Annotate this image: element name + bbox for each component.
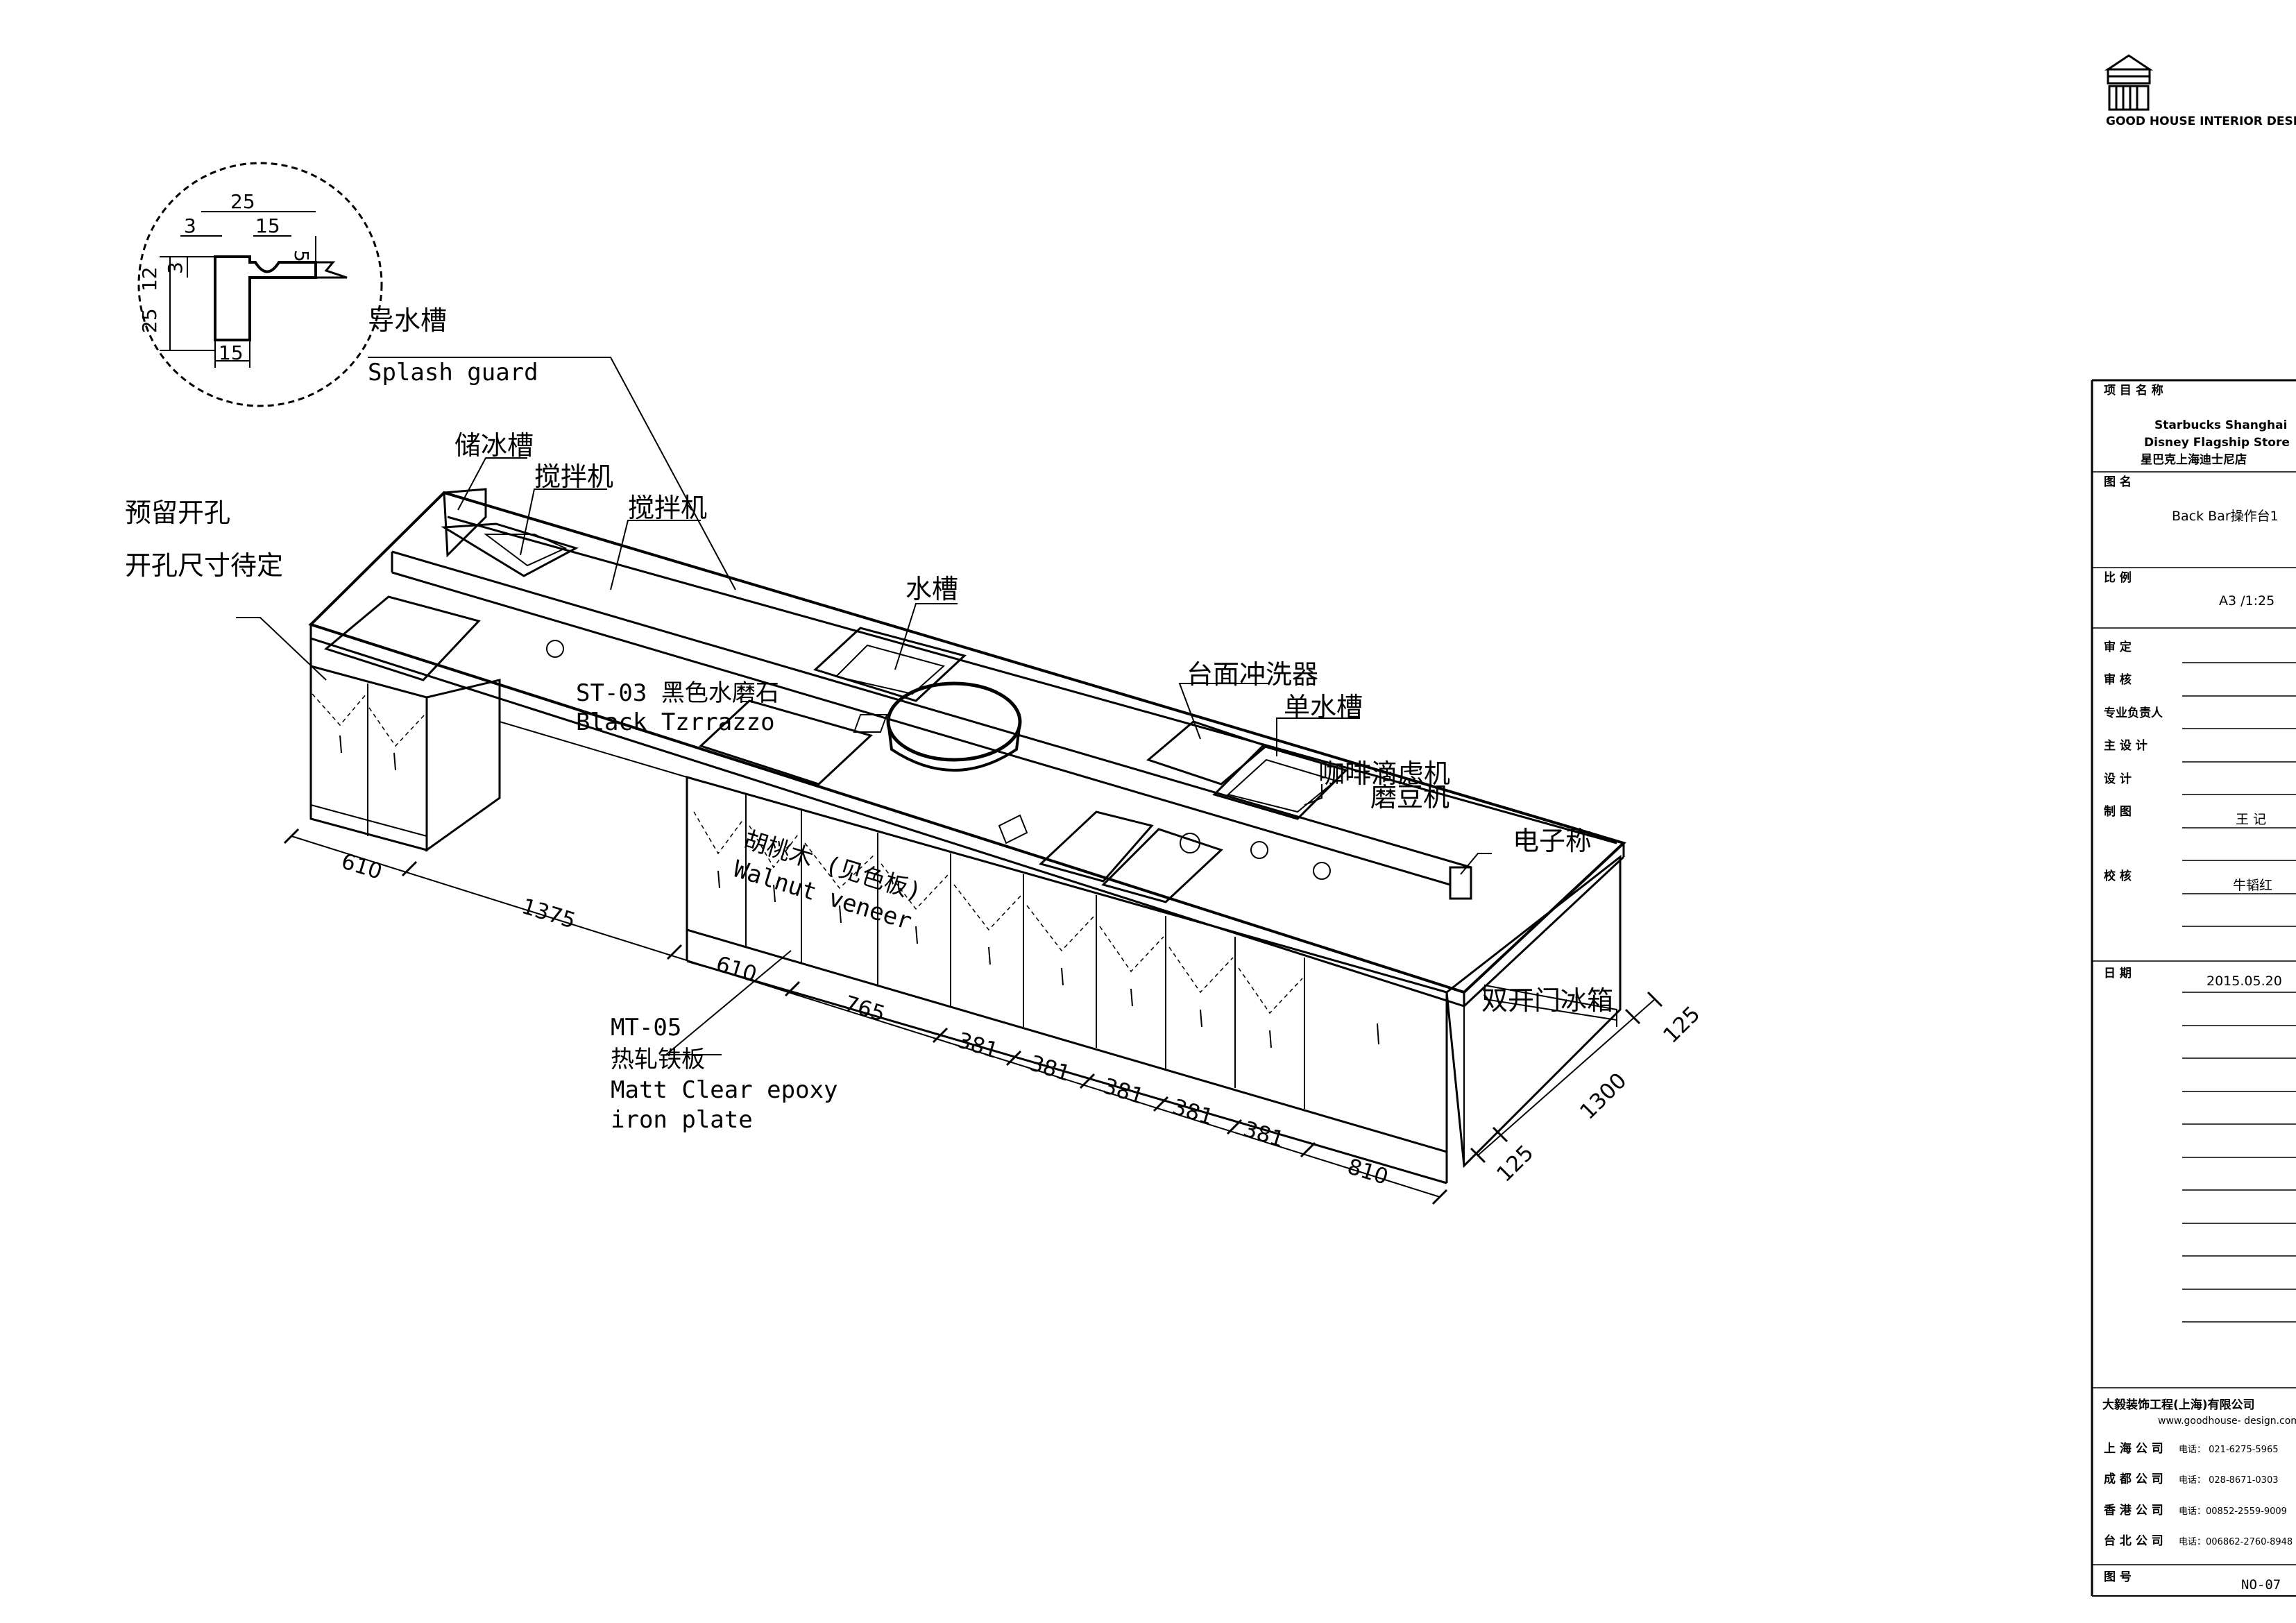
round-bowl — [886, 681, 1022, 762]
tb-sheet-value: NO-07 — [2241, 1577, 2281, 1592]
ice-bin — [441, 522, 579, 577]
dim-381-a: 381 — [955, 1028, 1001, 1064]
label-mt05-en-2: iron plate — [611, 1106, 753, 1134]
tb-scale-value: A3 /1:25 — [2219, 593, 2274, 609]
splash-guard-detail: 25 3 15 5 12 3 25 15 导水槽 Splash guard — [137, 162, 736, 590]
dim-381-b: 381 — [1027, 1051, 1073, 1087]
tb-office-4-tel: 电话：006862-2760-8948 — [2179, 1537, 2293, 1547]
front-well-1 — [1039, 810, 1154, 883]
label-counter-rinser: 台面冲洗器 — [1187, 659, 1318, 690]
back-splash — [443, 488, 487, 558]
detail-dim-12: 12 — [138, 266, 161, 291]
label-st03-en: Black Tzrrazzo — [576, 708, 775, 736]
company-logo: GOOD HOUSE INTERIOR DESIGN — [2104, 54, 2296, 128]
central-well — [699, 699, 873, 785]
tb-office-2-tel: 电话： 028-8671-0303 — [2179, 1475, 2279, 1486]
tb-date-value: 2015.05.20 — [2206, 974, 2282, 989]
sink-basin — [813, 627, 967, 702]
tb-drawing-name: Back Bar操作台1 — [2172, 509, 2279, 524]
tb-design-label: 设 计 — [2104, 772, 2132, 786]
splash-guard-cn: 导水槽 — [368, 305, 447, 336]
dim-125-bottom: 125 — [1492, 1140, 1538, 1187]
tb-office-4: 台 北 公 司 — [2104, 1533, 2163, 1548]
title-block — [2091, 379, 2296, 1597]
detail-dim-5: 5 — [290, 250, 313, 262]
house-icon — [2104, 54, 2153, 111]
dim-1300: 1300 — [1575, 1068, 1631, 1124]
tb-firm-name: 大毅装饰工程(上海)有限公司 — [2102, 1397, 2255, 1412]
dim-610-mid: 610 — [713, 951, 760, 987]
tb-review-label: 审 核 — [2104, 672, 2132, 687]
tb-check-label: 校 核 — [2104, 869, 2132, 883]
label-fridge: 双开门冰箱 — [1481, 985, 1613, 1016]
tb-office-2: 成 都 公 司 — [2104, 1472, 2163, 1486]
dim-125-top: 125 — [1658, 1001, 1705, 1048]
label-mt05-cn: 热轧铁板 — [611, 1046, 705, 1073]
tb-drawing-label: 图 名 — [2104, 475, 2132, 489]
tb-office-3-tel: 电话：00852-2559-9009 — [2179, 1506, 2287, 1517]
tb-draw-label: 制 图 — [2104, 804, 2132, 819]
dim-381-e: 381 — [1241, 1116, 1287, 1153]
tb-approve-label: 审 定 — [2104, 640, 2132, 654]
splash-guard-en: Splash guard — [368, 359, 538, 386]
dim-810: 810 — [1345, 1154, 1391, 1190]
front-well-2 — [1101, 828, 1223, 903]
label-reserve-hole: 预留开孔 — [125, 498, 230, 528]
label-blender-1: 搅拌机 — [534, 461, 613, 492]
tb-office-3: 香 港 公 司 — [2104, 1503, 2163, 1518]
dim-610-left: 610 — [339, 849, 385, 885]
company-name: GOOD HOUSE INTERIOR DESIGN — [2106, 114, 2296, 128]
detail-dim-15: 15 — [255, 214, 280, 237]
tb-project-cn: 星巴克上海迪士尼店 — [2141, 452, 2247, 467]
tb-check-value: 牛韬红 — [2233, 878, 2272, 893]
tb-firm-web: www.goodhouse- design.com — [2158, 1416, 2296, 1427]
label-blender-2: 搅拌机 — [628, 493, 707, 523]
label-coffee-brewer: 咖啡滴虑机 — [1318, 758, 1450, 789]
tb-scale-label: 比 例 — [2104, 570, 2132, 585]
label-sink: 水槽 — [905, 574, 958, 604]
detail-dim-3: 3 — [184, 214, 196, 237]
detail-dim-25-top: 25 — [230, 190, 255, 213]
label-scale: 电子称 — [1513, 826, 1592, 856]
label-mt05-code: MT-05 — [611, 1014, 681, 1042]
tb-date-label: 日 期 — [2104, 967, 2132, 980]
leader-lines — [236, 457, 1492, 1055]
tb-project-en-1: Starbucks Shanghai — [2154, 418, 2287, 432]
label-st03-cn: ST-03 黑色水磨石 — [576, 679, 779, 707]
tb-office-1-tel: 电话： 021-6275-5965 — [2179, 1445, 2279, 1455]
tb-sheet-label: 图 号 — [2104, 1570, 2132, 1584]
single-sink — [1212, 745, 1348, 820]
dim-1375: 1375 — [519, 894, 579, 933]
label-grinder: 磨豆机 — [1370, 782, 1449, 813]
back-bar-counter — [308, 488, 1626, 1184]
reserve-hole — [323, 595, 481, 681]
detail-dim-15-bottom: 15 — [219, 341, 244, 364]
tb-draw-value: 王 记 — [2236, 812, 2266, 827]
dim-381-c: 381 — [1100, 1073, 1147, 1110]
detail-dim-3-side: 3 — [164, 262, 187, 274]
tb-discipline-label: 专业负责人 — [2104, 706, 2163, 720]
dim-381-d: 381 — [1170, 1094, 1216, 1130]
dimension-chain — [283, 828, 1663, 1205]
tb-project-en-2: Disney Flagship Store — [2144, 436, 2290, 450]
tb-office-1: 上 海 公 司 — [2104, 1441, 2163, 1456]
detail-dim-25-side: 25 — [138, 308, 161, 333]
tb-chief-label: 主 设 计 — [2104, 738, 2148, 753]
tb-project-label: 项 目 名 称 — [2104, 383, 2163, 398]
left-cabinet — [309, 665, 428, 851]
dim-765: 765 — [842, 991, 888, 1027]
label-hole-size-tbd: 开孔尺寸待定 — [125, 550, 283, 581]
label-mt05-en-1: Matt Clear epoxy — [611, 1076, 838, 1104]
label-single-sink: 单水槽 — [1284, 692, 1363, 722]
fridge-side — [1445, 854, 1622, 1169]
label-ice-bin: 储冰槽 — [454, 430, 534, 461]
